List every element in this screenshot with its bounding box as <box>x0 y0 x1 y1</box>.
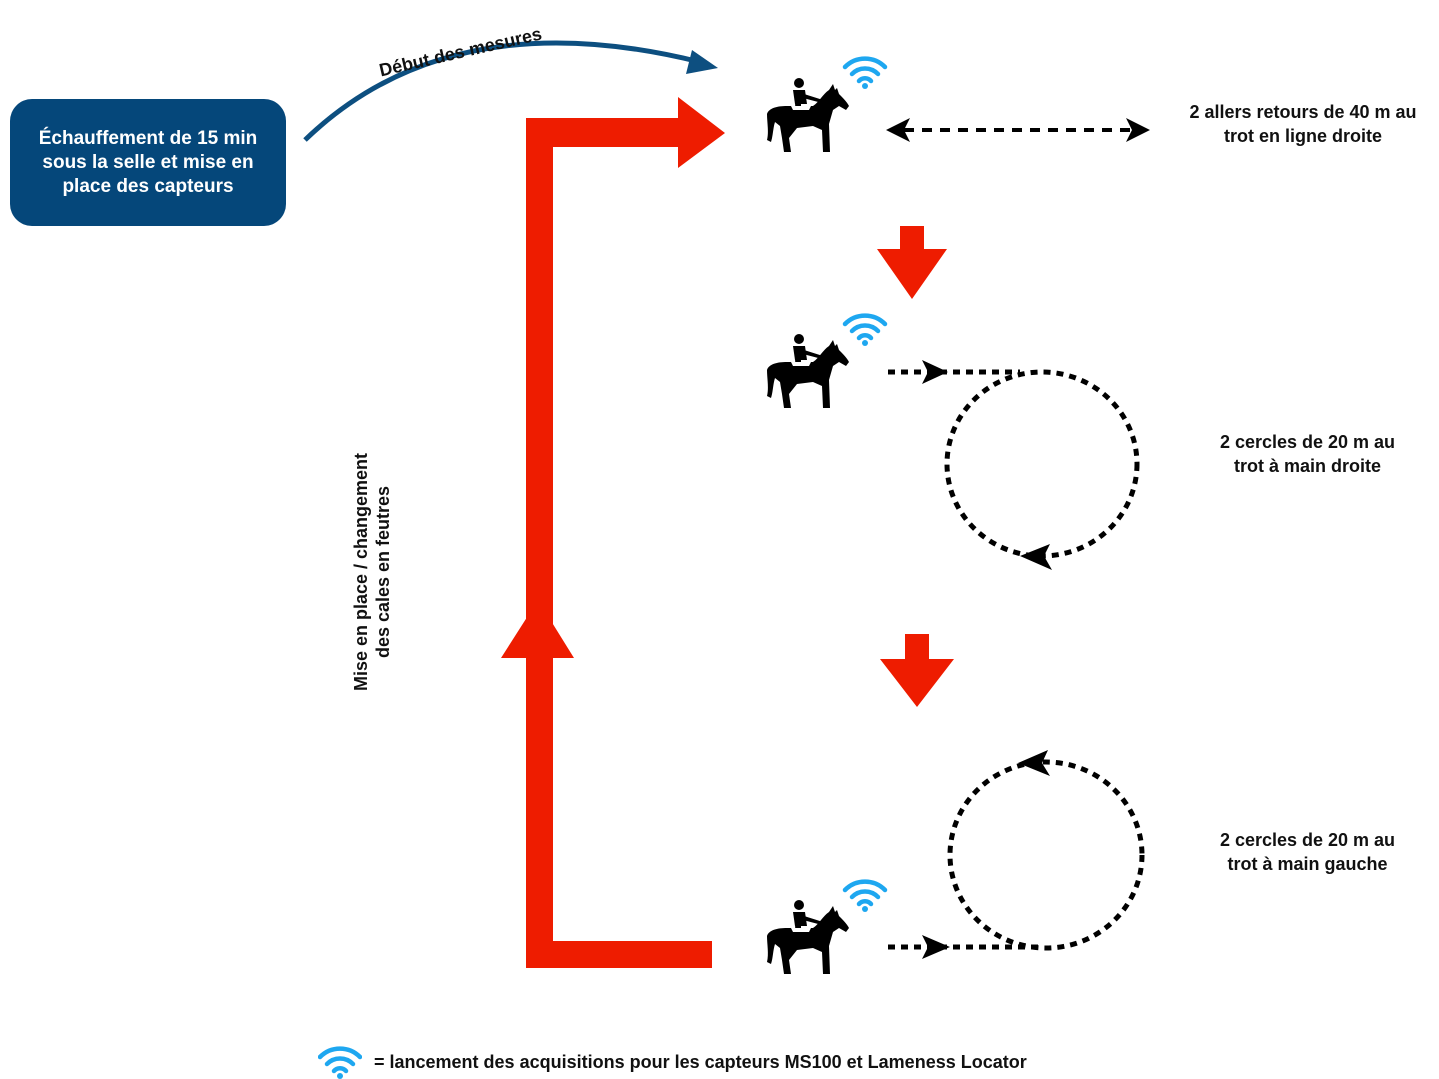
step-2-label: 2 cercles de 20 m au trot à main droite <box>1185 430 1430 478</box>
horse-rider-icon <box>767 900 849 974</box>
start-arrow <box>303 40 718 142</box>
warmup-box: Échauffement de 15 min sous la selle et … <box>10 99 286 226</box>
step-down-arrow <box>877 226 947 299</box>
step-label-line: trot à main droite <box>1233 456 1381 476</box>
circle-right-path <box>888 360 1140 570</box>
step-1-label: 2 allers retours de 40 m au trot en lign… <box>1168 100 1438 148</box>
legend: = lancement des acquisitions pour les ca… <box>318 1046 1027 1078</box>
step-down-arrow <box>880 634 954 707</box>
wifi-icon <box>845 59 885 89</box>
wifi-icon <box>845 316 885 346</box>
step-label-line: trot en ligne droite <box>1223 126 1382 146</box>
side-label: Mise en place / changement des cales en … <box>350 422 394 722</box>
wifi-icon <box>318 1045 362 1079</box>
warmup-line: sous la selle et mise en <box>42 151 254 173</box>
legend-text: = lancement des acquisitions pour les ca… <box>374 1051 1027 1072</box>
side-label-line: des cales en feutres <box>373 485 393 659</box>
side-label-line: Mise en place / changement <box>351 452 371 692</box>
horse-rider-icon <box>767 334 849 408</box>
loop-arrow <box>501 97 725 968</box>
horse-rider-icon <box>767 78 849 152</box>
warmup-line: place des capteurs <box>62 175 234 197</box>
start-arrow-label: Début des mesures <box>377 24 543 81</box>
step-3-label: 2 cercles de 20 m au trot à main gauche <box>1185 828 1430 876</box>
warmup-line: Échauffement de 15 min <box>38 127 258 149</box>
step-label-line: 2 allers retours de 40 m au <box>1189 102 1417 122</box>
step-label-line: trot à main gauche <box>1227 854 1388 874</box>
step-label-line: 2 cercles de 20 m au <box>1219 830 1396 850</box>
straight-line-path <box>886 118 1150 142</box>
wifi-icon <box>845 882 885 912</box>
circle-left-path <box>888 750 1145 959</box>
step-label-line: 2 cercles de 20 m au <box>1219 432 1396 452</box>
